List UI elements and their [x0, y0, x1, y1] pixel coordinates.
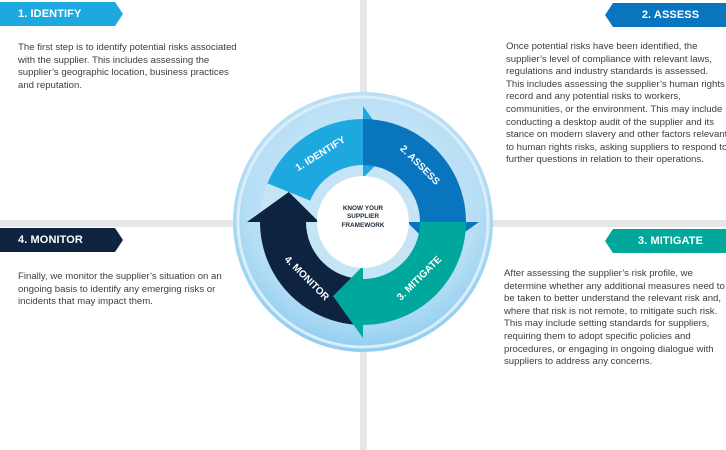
- monitor-banner: 4. MONITOR: [0, 228, 123, 252]
- assess-banner: 2. ASSESS: [605, 3, 726, 27]
- mitigate-description: After assessing the supplier’s risk prof…: [504, 268, 725, 368]
- assess-arrow: [363, 119, 479, 252]
- identify-banner: 1. IDENTIFY: [0, 2, 123, 26]
- monitor-arrow-label: 4. MONITOR: [282, 254, 331, 303]
- monitor-arrow: [247, 192, 363, 325]
- identify-arrow: [267, 106, 393, 201]
- mitigate-banner: 3. MITIGATE: [605, 229, 726, 253]
- mitigate-arrow-label: 3. MITIGATE: [395, 254, 444, 303]
- mitigate-arrow: [333, 222, 466, 338]
- assess-description: Once potential risks have been identifie…: [506, 41, 726, 166]
- identify-description: The first step is to identify potential …: [18, 42, 237, 91]
- assess-arrow-label: 2. ASSESS: [397, 143, 441, 187]
- identify-arrow-label: 1. IDENTIFY: [294, 134, 348, 174]
- horizontal-divider: [0, 220, 726, 227]
- monitor-description: Finally, we monitor the supplier’s situa…: [18, 271, 222, 308]
